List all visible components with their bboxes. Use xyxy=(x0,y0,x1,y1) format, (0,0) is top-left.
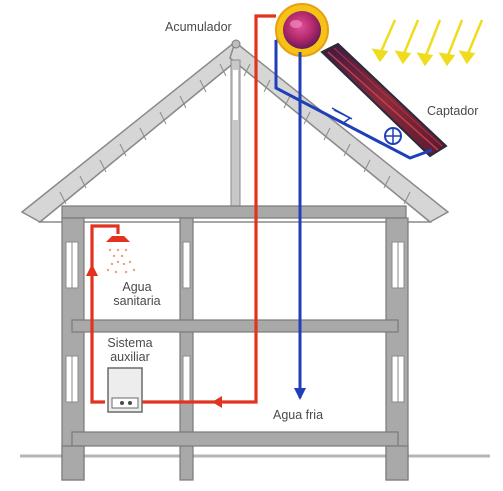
label-collector: Captador xyxy=(427,104,479,118)
label-sanitary-water-line2: sanitaria xyxy=(113,294,161,308)
label-aux-system-line2: auxiliar xyxy=(110,350,150,364)
pump-icon xyxy=(384,127,402,145)
label-sanitary-water-line1: Agua xyxy=(122,280,152,294)
accumulator-tank xyxy=(275,3,329,57)
cold-water-pipe xyxy=(294,52,306,400)
sun-rays-icon xyxy=(371,19,484,67)
label-cold-water: Agua fria xyxy=(273,408,324,422)
shower-head-icon xyxy=(106,236,136,274)
label-accumulator: Acumulador xyxy=(165,20,232,34)
label-aux-system: Sistema auxiliar xyxy=(98,336,162,364)
label-sanitary-water: Agua sanitaria xyxy=(102,280,172,308)
hot-flow-arrows xyxy=(86,264,222,408)
boiler-icon xyxy=(107,367,143,413)
collector-panel xyxy=(320,42,448,158)
flow-direction-arrow-icon xyxy=(331,107,353,125)
roof xyxy=(20,39,450,223)
windows xyxy=(65,241,405,403)
hot-water-pipe xyxy=(90,14,276,404)
label-aux-system-line1: Sistema xyxy=(107,336,153,350)
